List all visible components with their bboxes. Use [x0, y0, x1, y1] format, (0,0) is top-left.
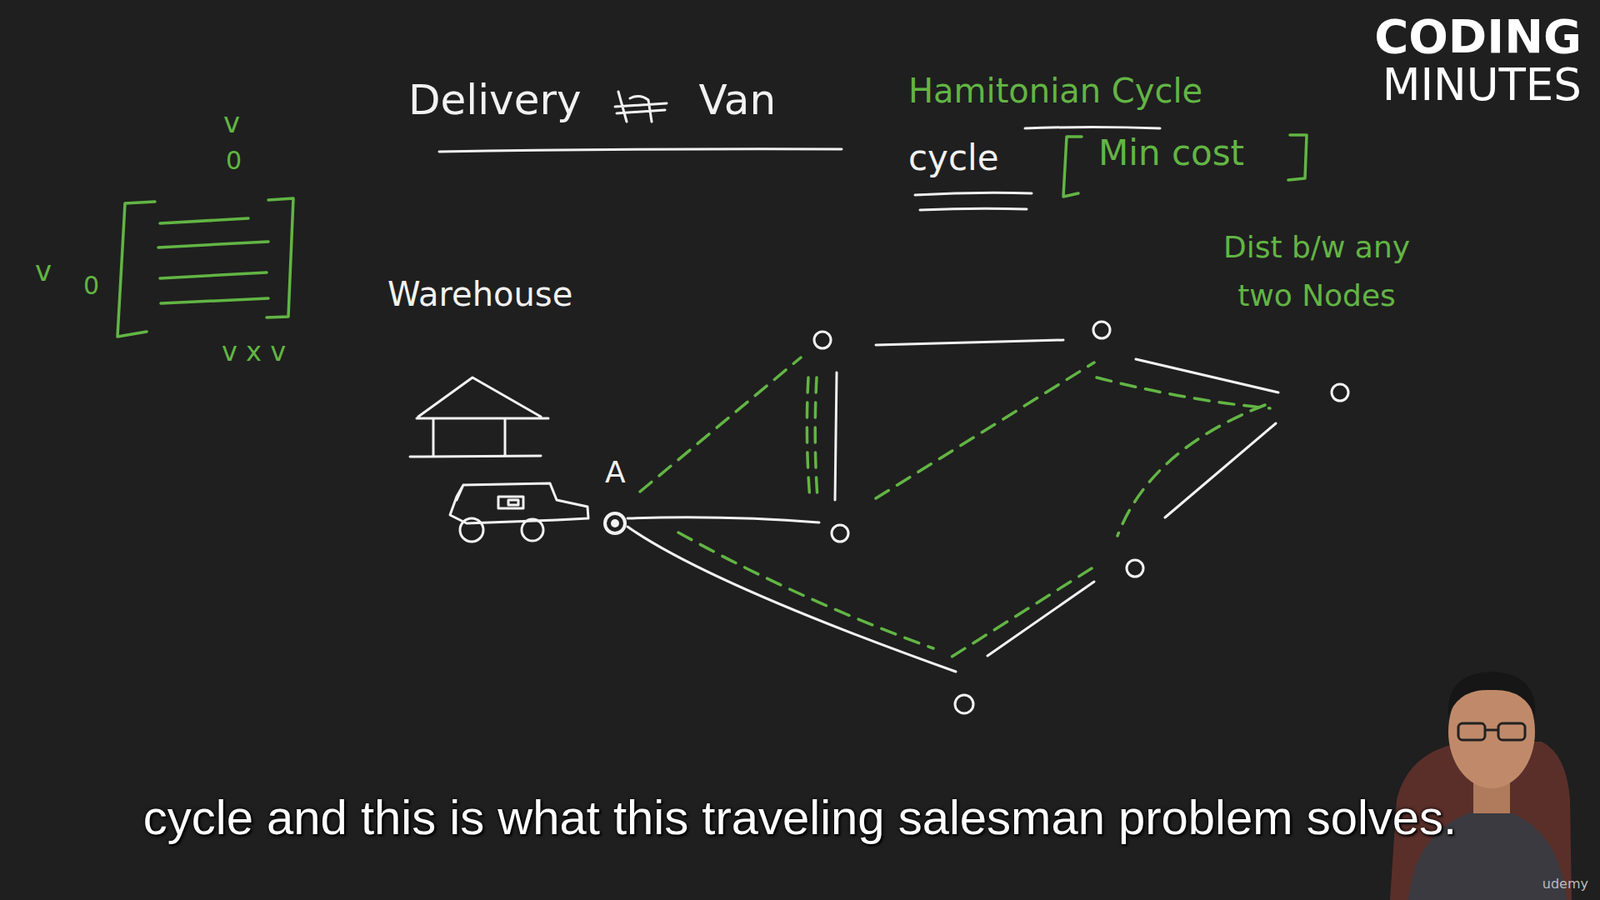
underline [915, 192, 1032, 195]
bracket [1288, 135, 1307, 180]
matrix-size: v x v [221, 336, 286, 368]
cycle-edge [875, 362, 1095, 499]
matrix-bracket [266, 198, 294, 318]
graph-edge [1135, 359, 1279, 393]
cycle-edge [678, 532, 934, 649]
van-wheel [521, 519, 544, 541]
graph-node [1331, 384, 1349, 401]
cycle-edge [640, 357, 801, 492]
underline [920, 208, 1027, 210]
graph-node [814, 331, 831, 349]
matrix-label: 0 [83, 271, 100, 301]
graph-edge [1165, 423, 1276, 518]
keyword: cycle [908, 138, 1000, 179]
bracket-note: Min cost [1098, 133, 1245, 174]
graph-node [1093, 321, 1110, 339]
graph-node [605, 513, 625, 534]
bracket [1063, 136, 1082, 197]
logo-text: MINUTES [1382, 60, 1582, 111]
cycle-edge [1117, 405, 1265, 536]
watermark: udemy [1542, 876, 1589, 892]
matrix-label: v [223, 106, 240, 140]
cycle-edge [806, 377, 818, 500]
node-label: A [605, 455, 626, 490]
graph-edge [987, 581, 1095, 656]
side-note: Dist b/w any two Nodes [1212, 223, 1421, 320]
overline [1025, 127, 1160, 130]
matrix-label: v [35, 255, 52, 288]
graph-node [1126, 560, 1144, 577]
presenter [1390, 671, 1572, 900]
cycle-edge [949, 568, 1092, 659]
graph-edge [627, 526, 956, 672]
cycle-edge [1096, 377, 1270, 409]
warehouse-icon [410, 377, 549, 457]
graph-node [831, 525, 849, 542]
board-title: Delivery Van [408, 76, 776, 125]
logo-text: CODING [1374, 10, 1582, 64]
subtitle: cycle and this is what this traveling sa… [143, 790, 1457, 846]
graph-edge [875, 340, 1064, 345]
matrix-label: 0 [225, 146, 242, 176]
title-underline [439, 149, 842, 152]
van-wheel [460, 518, 484, 542]
matrix-bracket [117, 201, 155, 337]
graph-edge [627, 517, 820, 523]
topic-note: Hamitonian Cycle [908, 71, 1203, 110]
graph-node [955, 695, 974, 714]
graph-edge [835, 372, 837, 500]
graph-node [610, 519, 620, 528]
matrix-row [158, 218, 269, 304]
warehouse-label: Warehouse [387, 275, 573, 314]
